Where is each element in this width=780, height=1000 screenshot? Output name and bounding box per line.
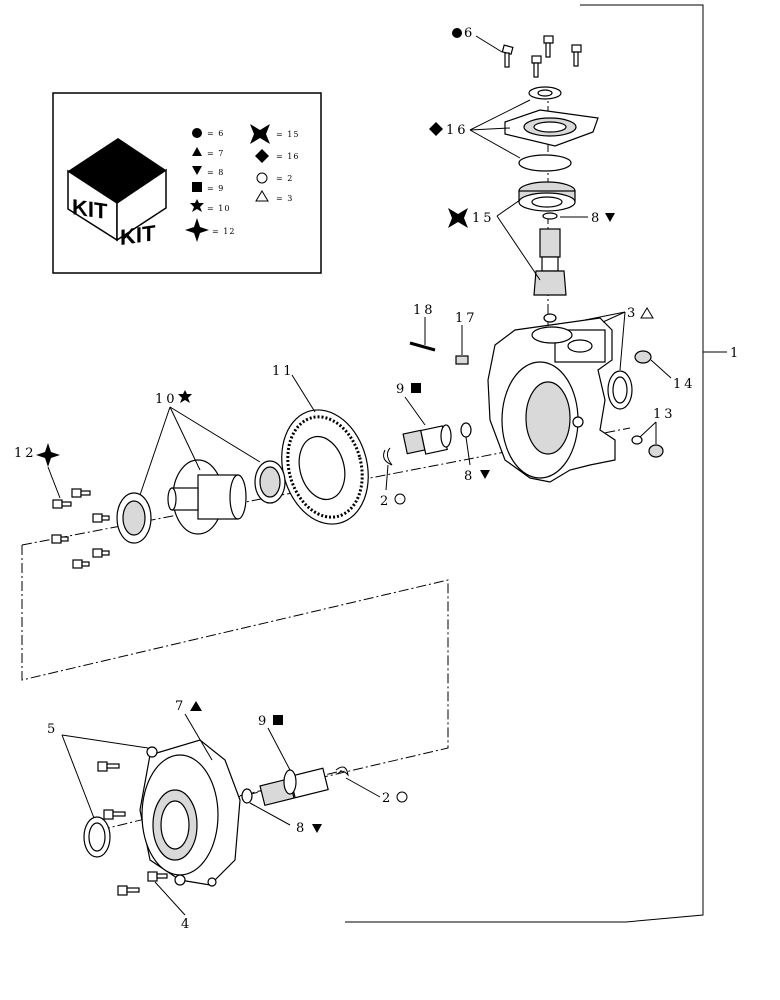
bolt	[501, 44, 514, 68]
item-6-bolts: 6	[452, 26, 582, 78]
maltese-cross-icon	[250, 124, 270, 144]
item-8-ring-lower: 8	[241, 788, 322, 836]
legend-label-3: = 3	[276, 194, 293, 203]
assembly-bracket: 1	[345, 4, 741, 923]
square-filled-icon	[411, 383, 421, 393]
callout-13: 13	[653, 407, 676, 422]
callout-8b: 8	[464, 469, 475, 484]
legend-column-1: = 6 = 7 = 8 = 9 = 10 = 12	[185, 128, 235, 242]
legend-label-6: = 6	[207, 129, 224, 138]
bolt	[531, 55, 542, 78]
bolt	[103, 809, 126, 820]
diamond-filled-icon	[429, 122, 443, 136]
diamond-star-filled-icon	[36, 443, 60, 467]
kit-text-left: KIT	[72, 194, 108, 224]
legend-label-8: = 8	[207, 168, 224, 177]
callout-5: 5	[47, 722, 58, 737]
diamond-star-filled-icon	[185, 218, 209, 242]
bolt	[92, 548, 110, 558]
star-filled-icon	[178, 390, 192, 403]
item-15-bearing-pinion: 15 8	[448, 181, 615, 323]
item-14-plug: 14	[634, 350, 696, 392]
callout-4: 4	[181, 917, 192, 932]
item-4-bolts: 4	[97, 761, 192, 932]
bolt	[571, 44, 582, 67]
callout-11: 11	[272, 364, 295, 379]
circle-filled-icon	[192, 128, 202, 138]
triangle-down-filled-icon	[312, 824, 322, 833]
maltese-cross-icon	[448, 208, 468, 228]
item-5-seal: 5	[47, 722, 149, 858]
item-12-bolts: 12	[14, 443, 110, 569]
callout-18: 18	[413, 303, 436, 318]
kit-legend-box: KIT KIT = 6 = 7 = 8 = 9 = 10 = 12 = 15 =…	[52, 92, 322, 274]
bolt	[51, 534, 69, 544]
callout-14: 14	[673, 377, 696, 392]
item-9-shaft-lower: 9	[258, 714, 329, 807]
callout-9a: 9	[396, 382, 407, 397]
circle-open-icon	[256, 172, 268, 184]
item-9-shaft-upper: 9	[396, 382, 452, 455]
square-filled-icon	[273, 715, 283, 725]
item-3-housing: 3	[487, 306, 654, 483]
triangle-down-filled-icon	[605, 213, 615, 222]
triangle-down-filled-icon	[480, 470, 490, 479]
item-13-plug-washer: 13	[631, 407, 676, 458]
circle-filled-icon	[452, 28, 462, 38]
bolt	[52, 499, 72, 509]
item-7-side-cover: 7	[139, 699, 241, 887]
diamond-filled-icon	[255, 149, 269, 163]
callout-8c: 8	[296, 821, 307, 836]
bolt	[543, 35, 554, 58]
legend-label-10: = 10	[207, 204, 230, 213]
callout-17: 17	[455, 311, 478, 326]
callout-10: 10	[155, 392, 178, 407]
item-16-cover: 16	[429, 86, 599, 172]
callout-15: 15	[472, 211, 495, 226]
callout-2a: 2	[380, 494, 391, 509]
item-8-ring-middle: 8	[460, 422, 490, 484]
callout-8a: 8	[591, 211, 602, 226]
bolt	[147, 871, 168, 882]
legend-label-7: = 7	[207, 149, 224, 158]
bolt	[117, 885, 140, 896]
item-2-clip-middle: 2	[380, 447, 406, 509]
legend-label-12: = 12	[212, 227, 235, 236]
circle-open-icon	[396, 791, 408, 803]
item-2-clip-lower: 2	[335, 766, 408, 806]
legend-label-16: = 16	[276, 152, 299, 161]
triangle-up-open-icon	[255, 190, 269, 202]
item-17-breather: 17	[455, 311, 478, 365]
callout-12: 12	[14, 446, 37, 461]
triangle-up-filled-icon	[192, 147, 202, 156]
legend-label-15: = 15	[276, 130, 299, 139]
callout-3: 3	[627, 306, 638, 321]
callout-16: 16	[446, 123, 469, 138]
item-18-pin: 18	[409, 303, 436, 352]
legend-column-2: = 15 = 16 = 2 = 3	[250, 124, 299, 203]
kit-text-right: KIT	[120, 220, 156, 250]
bolt	[92, 513, 110, 523]
kit-cube-icon: KIT KIT	[67, 138, 167, 250]
item-10-differential: 10	[116, 390, 286, 544]
bolt	[72, 559, 90, 569]
callout-2b: 2	[382, 791, 393, 806]
triangle-down-filled-icon	[192, 166, 202, 175]
triangle-up-filled-icon	[190, 701, 202, 711]
callout-6: 6	[464, 26, 475, 41]
legend-label-2: = 2	[276, 174, 293, 183]
legend-label-9: = 9	[207, 184, 224, 193]
bolt	[97, 761, 120, 772]
square-filled-icon	[192, 182, 202, 192]
star-filled-icon	[190, 199, 204, 212]
callout-1: 1	[730, 346, 741, 361]
triangle-up-open-icon	[640, 307, 654, 319]
callout-9b: 9	[258, 714, 269, 729]
callout-7: 7	[175, 699, 186, 714]
bolt	[71, 488, 91, 498]
item-11-ring-gear: 11	[272, 364, 369, 525]
circle-open-icon	[394, 493, 406, 505]
